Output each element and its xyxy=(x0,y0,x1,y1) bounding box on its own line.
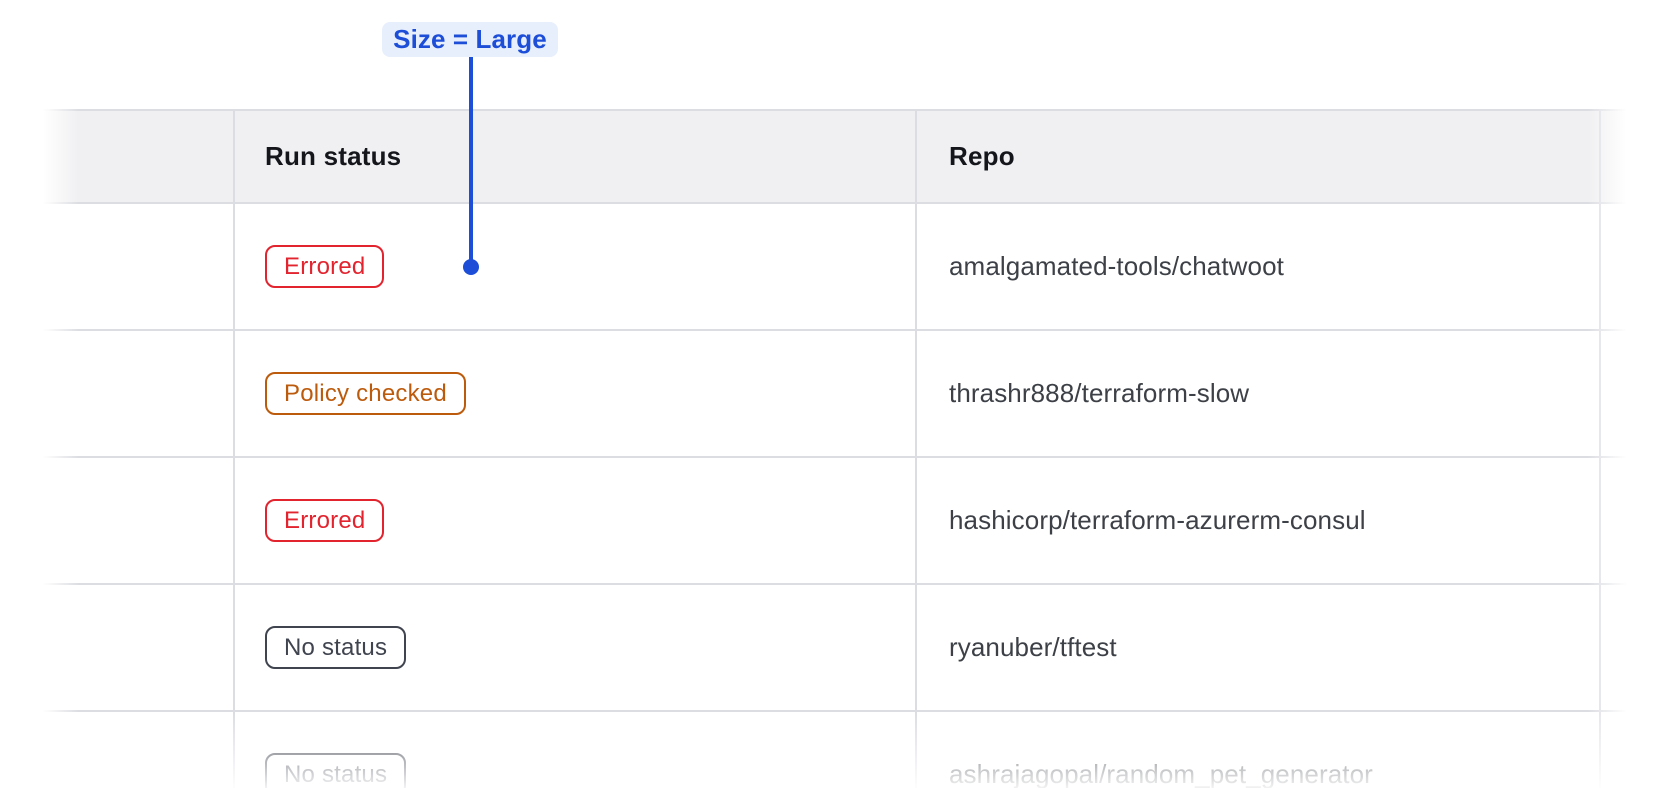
run-status-cell: Errored xyxy=(233,458,915,583)
row-blank-cell xyxy=(43,458,233,583)
repo-cell: thrashr888/terraform-slow xyxy=(915,331,1599,456)
runs-table: Run status Repo Errored amalgamated-tool… xyxy=(43,109,1636,788)
row-overflow-cell xyxy=(1599,585,1634,710)
row-overflow-cell xyxy=(1599,331,1634,456)
table-row[interactable]: Errored amalgamated-tools/chatwoot xyxy=(43,204,1636,331)
column-header-repo: Repo xyxy=(915,111,1599,202)
repo-name: ashrajagopal/random_pet_generator xyxy=(949,759,1373,788)
row-blank-cell xyxy=(43,712,233,788)
run-status-badge: No status xyxy=(265,753,407,788)
table-row[interactable]: No status ryanuber/tftest xyxy=(43,585,1636,712)
row-overflow-cell xyxy=(1599,204,1634,329)
table-header-row: Run status Repo xyxy=(43,109,1636,204)
run-status-badge: No status xyxy=(265,626,407,669)
run-status-badge: Errored xyxy=(265,499,385,542)
repo-cell: ashrajagopal/random_pet_generator xyxy=(915,712,1599,788)
row-blank-cell xyxy=(43,331,233,456)
row-blank-cell xyxy=(43,204,233,329)
repo-name: thrashr888/terraform-slow xyxy=(949,378,1250,408)
column-header-blank xyxy=(43,111,233,202)
table-row[interactable]: No status ashrajagopal/random_pet_genera… xyxy=(43,712,1636,788)
run-status-cell: No status xyxy=(233,585,915,710)
run-status-badge: Policy checked xyxy=(265,372,466,415)
annotation-label: Size = Large xyxy=(382,22,558,57)
row-blank-cell xyxy=(43,585,233,710)
repo-cell: hashicorp/terraform-azurerm-consul xyxy=(915,458,1599,583)
repo-name: ryanuber/tftest xyxy=(949,632,1117,662)
column-header-overflow xyxy=(1599,111,1634,202)
annotation-connector-dot xyxy=(463,259,479,275)
table-body: Errored amalgamated-tools/chatwoot Polic… xyxy=(43,204,1636,788)
run-status-cell: Errored xyxy=(233,204,915,329)
repo-name: amalgamated-tools/chatwoot xyxy=(949,251,1285,281)
run-status-cell: No status xyxy=(233,712,915,788)
repo-cell: ryanuber/tftest xyxy=(915,585,1599,710)
column-header-run-status: Run status xyxy=(233,111,915,202)
row-overflow-cell xyxy=(1599,458,1634,583)
row-overflow-cell xyxy=(1599,712,1634,788)
table-row[interactable]: Policy checked thrashr888/terraform-slow xyxy=(43,331,1636,458)
table-row[interactable]: Errored hashicorp/terraform-azurerm-cons… xyxy=(43,458,1636,585)
annotation-connector-line xyxy=(469,57,473,267)
repo-cell: amalgamated-tools/chatwoot xyxy=(915,204,1599,329)
repo-name: hashicorp/terraform-azurerm-consul xyxy=(949,505,1366,535)
run-status-cell: Policy checked xyxy=(233,331,915,456)
run-status-badge: Errored xyxy=(265,245,385,288)
